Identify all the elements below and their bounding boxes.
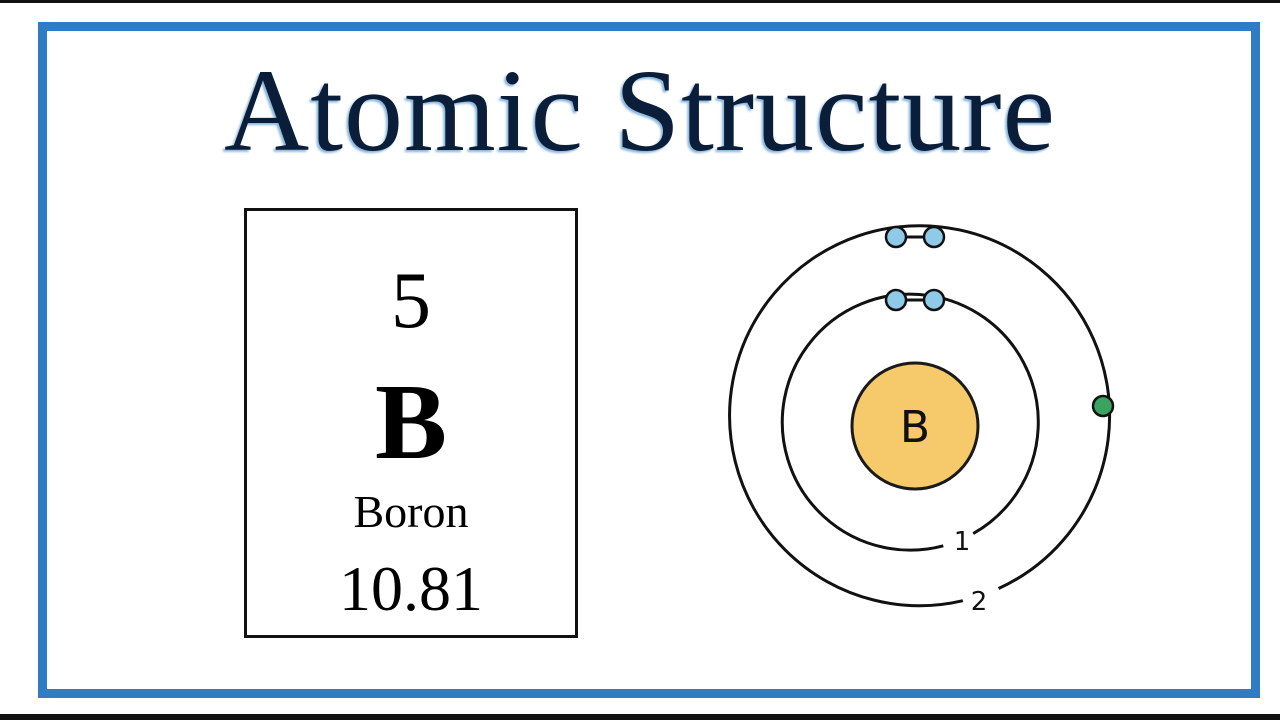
atomic-number: 5 bbox=[391, 257, 431, 345]
page-title: Atomic Structure bbox=[224, 45, 1056, 176]
element-symbol: B bbox=[374, 363, 448, 482]
bohr-model-diagram: B 1 2 bbox=[728, 224, 1115, 617]
electron-shell-1 bbox=[884, 288, 908, 312]
element-name: Boron bbox=[353, 486, 469, 537]
bottom-border-line bbox=[0, 714, 1280, 720]
nucleus bbox=[850, 361, 980, 491]
blue-frame bbox=[38, 22, 1260, 698]
valence-electron bbox=[1091, 394, 1115, 418]
shell-2-label: 2 bbox=[971, 587, 988, 617]
electron-shell-1 bbox=[922, 288, 946, 312]
outer-shell-orbit bbox=[728, 224, 1112, 608]
nucleus-label: B bbox=[900, 402, 930, 453]
periodic-element-card: 5 B Boron 10.81 bbox=[244, 208, 578, 638]
shell-1-label: 1 bbox=[954, 527, 971, 557]
inner-shell-orbit bbox=[780, 292, 1040, 552]
electron-shell-2 bbox=[884, 225, 908, 249]
atomic-mass: 10.81 bbox=[339, 553, 483, 624]
top-border-line bbox=[0, 0, 1280, 3]
electron-shell-2 bbox=[922, 225, 946, 249]
